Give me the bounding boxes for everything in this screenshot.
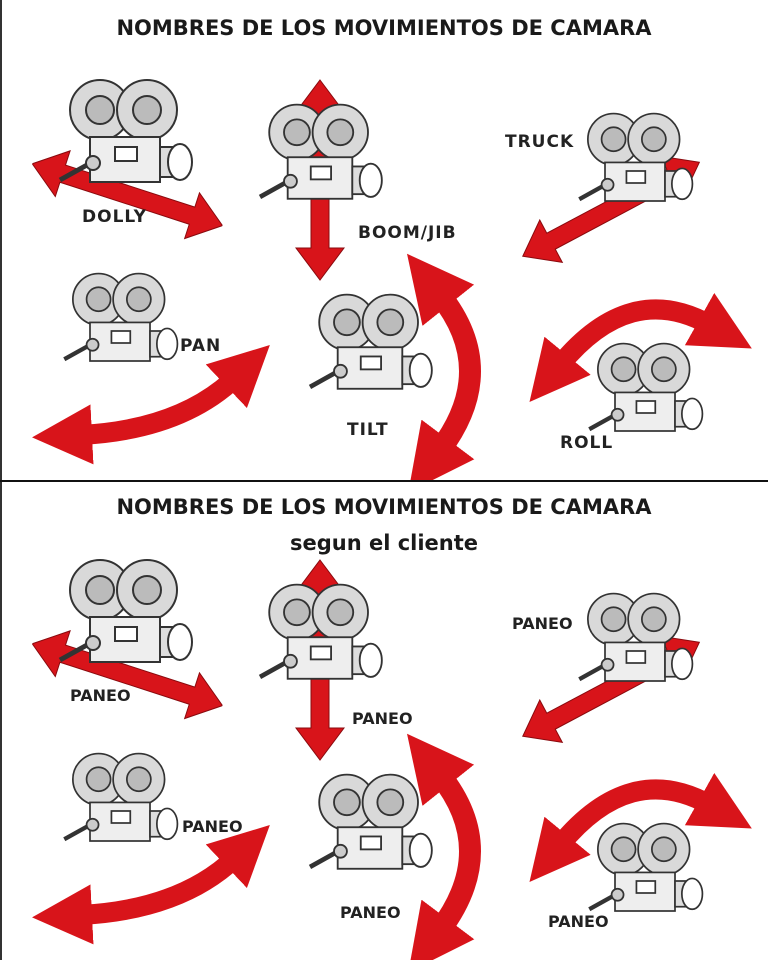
panel-divider xyxy=(0,480,768,482)
dolly-camera-icon xyxy=(60,80,192,182)
roll-camera-icon xyxy=(589,824,702,911)
pan-arrow-icon xyxy=(32,345,270,465)
top-illustrations xyxy=(24,0,752,480)
tilt-label: PANEO xyxy=(340,903,401,922)
truck-camera-icon xyxy=(579,594,692,681)
tilt-label: TILT xyxy=(347,420,389,440)
top-title: NOMBRES DE LOS MOVIMIENTOS DE CAMARA xyxy=(116,16,652,40)
boom-camera-icon xyxy=(260,105,382,199)
tilt-arrow-icon xyxy=(407,733,481,960)
boom-label: BOOM/JIB xyxy=(358,223,457,243)
dolly-label: DOLLY xyxy=(82,207,147,227)
tilt-camera-icon xyxy=(310,775,432,869)
dolly-camera-icon xyxy=(60,560,192,662)
pan-label: PAN xyxy=(180,336,222,356)
pan-arrow-icon xyxy=(32,825,270,945)
dolly-label: PANEO xyxy=(70,686,131,705)
tilt-arrow-icon xyxy=(407,253,481,480)
pan-label: PANEO xyxy=(182,817,243,836)
bottom-subtitle: segun el cliente xyxy=(289,531,479,555)
truck-camera-icon xyxy=(579,114,692,201)
roll-arrow-icon xyxy=(529,772,752,883)
roll-arrow-icon xyxy=(529,292,752,403)
truck-label: PANEO xyxy=(512,614,573,633)
roll-label: PANEO xyxy=(548,912,609,931)
pan-camera-icon xyxy=(64,274,177,361)
pan-camera-icon xyxy=(64,754,177,841)
boom-camera-icon xyxy=(260,585,382,679)
boom-label: PANEO xyxy=(352,709,413,728)
bottom-illustrations xyxy=(24,480,752,960)
bottom-title: NOMBRES DE LOS MOVIMIENTOS DE CAMARA xyxy=(116,495,652,519)
roll-camera-icon xyxy=(589,344,702,431)
roll-label: ROLL xyxy=(560,433,614,453)
tilt-camera-icon xyxy=(310,295,432,389)
truck-label: TRUCK xyxy=(505,132,575,152)
